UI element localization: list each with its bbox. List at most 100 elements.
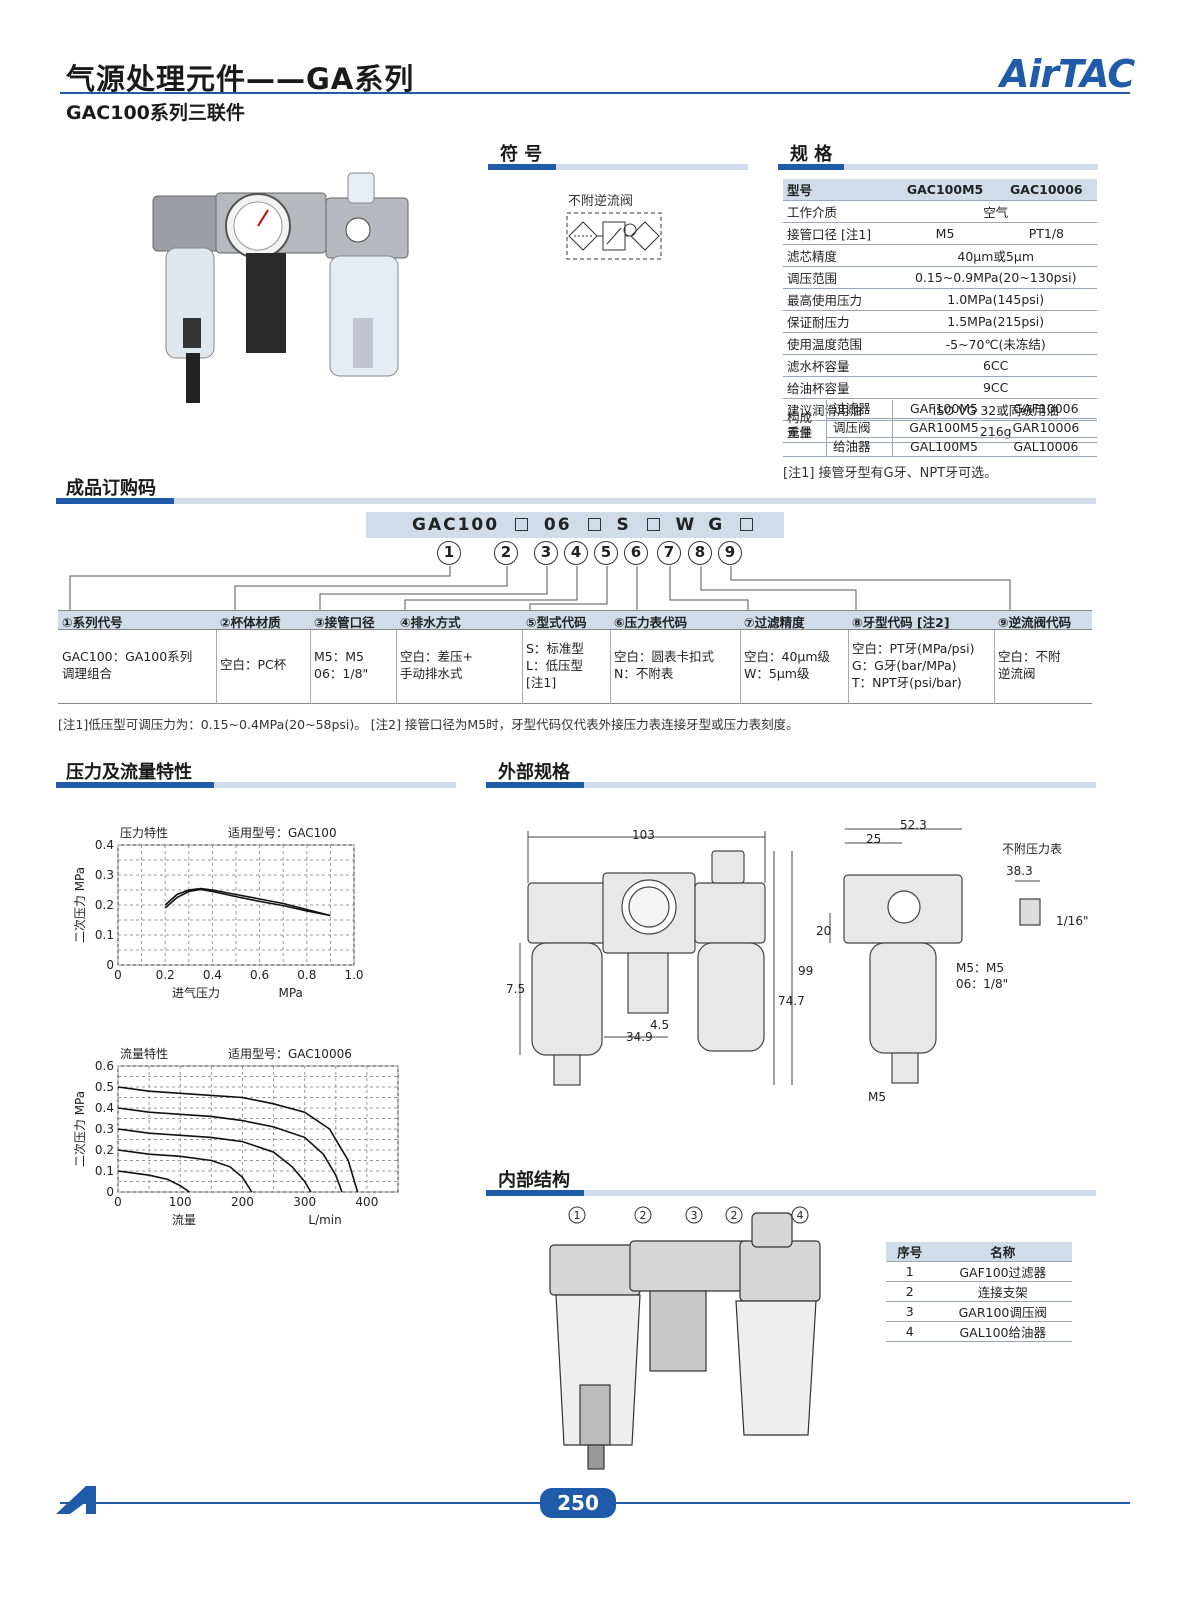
spec-label: 给油杯容量 xyxy=(783,376,895,399)
code-slot-9 xyxy=(740,518,754,531)
order-head-cell: ⑨逆流阀代码 xyxy=(998,615,1072,630)
callout: 3 xyxy=(691,1209,698,1222)
x-tick-label: 0.6 xyxy=(250,968,269,982)
y-tick-label: 0.2 xyxy=(95,1143,114,1157)
spec-label: 调压范围 xyxy=(783,266,895,289)
part-name: GAL100给油器 xyxy=(933,1321,1072,1342)
series-line xyxy=(117,1128,312,1193)
code-slot-6 xyxy=(646,518,660,531)
part-name: GAF100过滤器 xyxy=(933,1261,1072,1282)
spec-section-title: 规 格 xyxy=(790,144,833,165)
order-body-cell: 空白：40μm级 W：5μm级 xyxy=(744,649,831,681)
charts-section-bar xyxy=(56,782,456,788)
y-axis-label: 二次压力 MPa xyxy=(73,867,87,943)
part-no: 4 xyxy=(886,1321,934,1342)
x-axis-unit: L/min xyxy=(308,1213,341,1227)
component-value: GAL100M5 xyxy=(910,439,978,454)
code-number: 1 xyxy=(437,541,461,565)
series-line xyxy=(164,888,331,917)
x-tick-label: 100 xyxy=(169,1195,192,1209)
code-number: 2 xyxy=(494,541,518,565)
table-row: 使用温度范围-5~70℃(未冻结) xyxy=(783,332,1097,355)
part-no: 1 xyxy=(886,1261,934,1282)
port-label: M5：M5 06：1/8" xyxy=(956,961,1009,991)
spec-label: 滤芯精度 xyxy=(783,244,895,267)
order-leader-lines xyxy=(69,566,1011,610)
external-drawing: 103 52.3 25 99 74.7 7.5 4.5 34.9 20 M5 3… xyxy=(506,818,1088,1104)
callout: 2 xyxy=(640,1209,647,1222)
component-value: GAR10006 xyxy=(1012,420,1080,435)
part-name: GAR100调压阀 xyxy=(933,1301,1072,1322)
order-code-bar: GAC100 06 S W G xyxy=(366,512,784,538)
code-prefix: GAC100 xyxy=(412,515,500,535)
order-head-cell: ⑦过滤精度 xyxy=(744,615,805,630)
code-number: 4 xyxy=(564,541,588,565)
spec-label: 最高使用压力 xyxy=(783,288,895,311)
component-value: GAF10006 xyxy=(1013,401,1079,416)
spec-label: 建议润滑用油 xyxy=(783,398,895,421)
order-head-cell: ⑥压力表代码 xyxy=(614,615,688,630)
part-no: 2 xyxy=(886,1281,934,1302)
spec-label: 使用温度范围 xyxy=(783,332,895,355)
order-body-cell: M5：M5 06：1/8" xyxy=(314,649,369,681)
header-rule xyxy=(60,92,1130,94)
code-number: 8 xyxy=(688,541,712,565)
y-tick-label: 0.3 xyxy=(95,1122,114,1136)
order-table-body: GAC100：GA100系列 调理组合 空白：PC杯 M5：M5 06：1/8"… xyxy=(58,630,1092,704)
dim-4-5: 4.5 xyxy=(650,1018,669,1032)
callout: 4 xyxy=(797,1209,804,1222)
order-section-bar xyxy=(56,498,1096,504)
page-title: 气源处理元件——GA系列 xyxy=(66,62,415,96)
code-part: S xyxy=(616,515,631,535)
spec-head-06: GAC10006 xyxy=(995,179,1097,201)
y-tick-label: 0 xyxy=(106,1185,114,1199)
parts-head-name: 名称 xyxy=(933,1242,1072,1262)
x-axis-label: 流量 xyxy=(172,1213,196,1227)
internal-section-drawing: 1 2 3 2 4 xyxy=(549,1206,821,1470)
spec-value: M5 xyxy=(894,222,996,245)
spec-note: [注1] 接管牙型有G牙、NPT牙可选。 xyxy=(783,466,998,481)
dim-1-16: 1/16" xyxy=(1056,914,1088,928)
component-label: 给油器 xyxy=(827,438,893,456)
callout: 1 xyxy=(574,1209,581,1222)
no-gauge-label: 不附压力表 xyxy=(1002,842,1062,856)
dim-38-3: 38.3 xyxy=(1006,864,1033,878)
spec-label: 接管口径 [注1] xyxy=(783,222,895,245)
spec-value: 1.5MPa(215psi) xyxy=(894,310,1097,333)
dim-7-5: 7.5 xyxy=(506,982,525,996)
chart-title: 流量特性 xyxy=(120,1046,168,1061)
spec-value: 0.15~0.9MPa(20~130psi) xyxy=(894,266,1097,289)
callout: 2 xyxy=(731,1209,738,1222)
dim-99: 99 xyxy=(798,964,813,978)
dim-74-7: 74.7 xyxy=(778,994,805,1008)
order-section-title: 成品订购码 xyxy=(66,478,156,499)
component-label: 过滤器 xyxy=(827,400,893,418)
code-slot-4 xyxy=(587,518,601,531)
symbol-section-title: 符 号 xyxy=(500,144,543,165)
dim-20: 20 xyxy=(816,924,831,938)
component-value: GAR100M5 xyxy=(909,420,979,435)
spec-value: 9CC xyxy=(894,376,1097,399)
code-number: 3 xyxy=(534,541,558,565)
y-axis-label: 二次压力 MPa xyxy=(73,1091,87,1167)
x-tick-label: 200 xyxy=(231,1195,254,1209)
part-name: 连接支架 xyxy=(933,1281,1072,1302)
x-tick-label: 1.0 xyxy=(344,968,363,982)
order-body-cell: 空白：圆表卡扣式 N：不附表 xyxy=(614,649,715,681)
x-tick-label: 300 xyxy=(293,1195,316,1209)
y-tick-label: 0.1 xyxy=(95,928,114,942)
spec-value: 40μm或5μm xyxy=(894,244,1097,267)
symbol-section-bar xyxy=(488,164,748,170)
external-section-title: 外部规格 xyxy=(498,762,570,783)
symbol-caption: 不附逆流阀 xyxy=(568,194,634,209)
